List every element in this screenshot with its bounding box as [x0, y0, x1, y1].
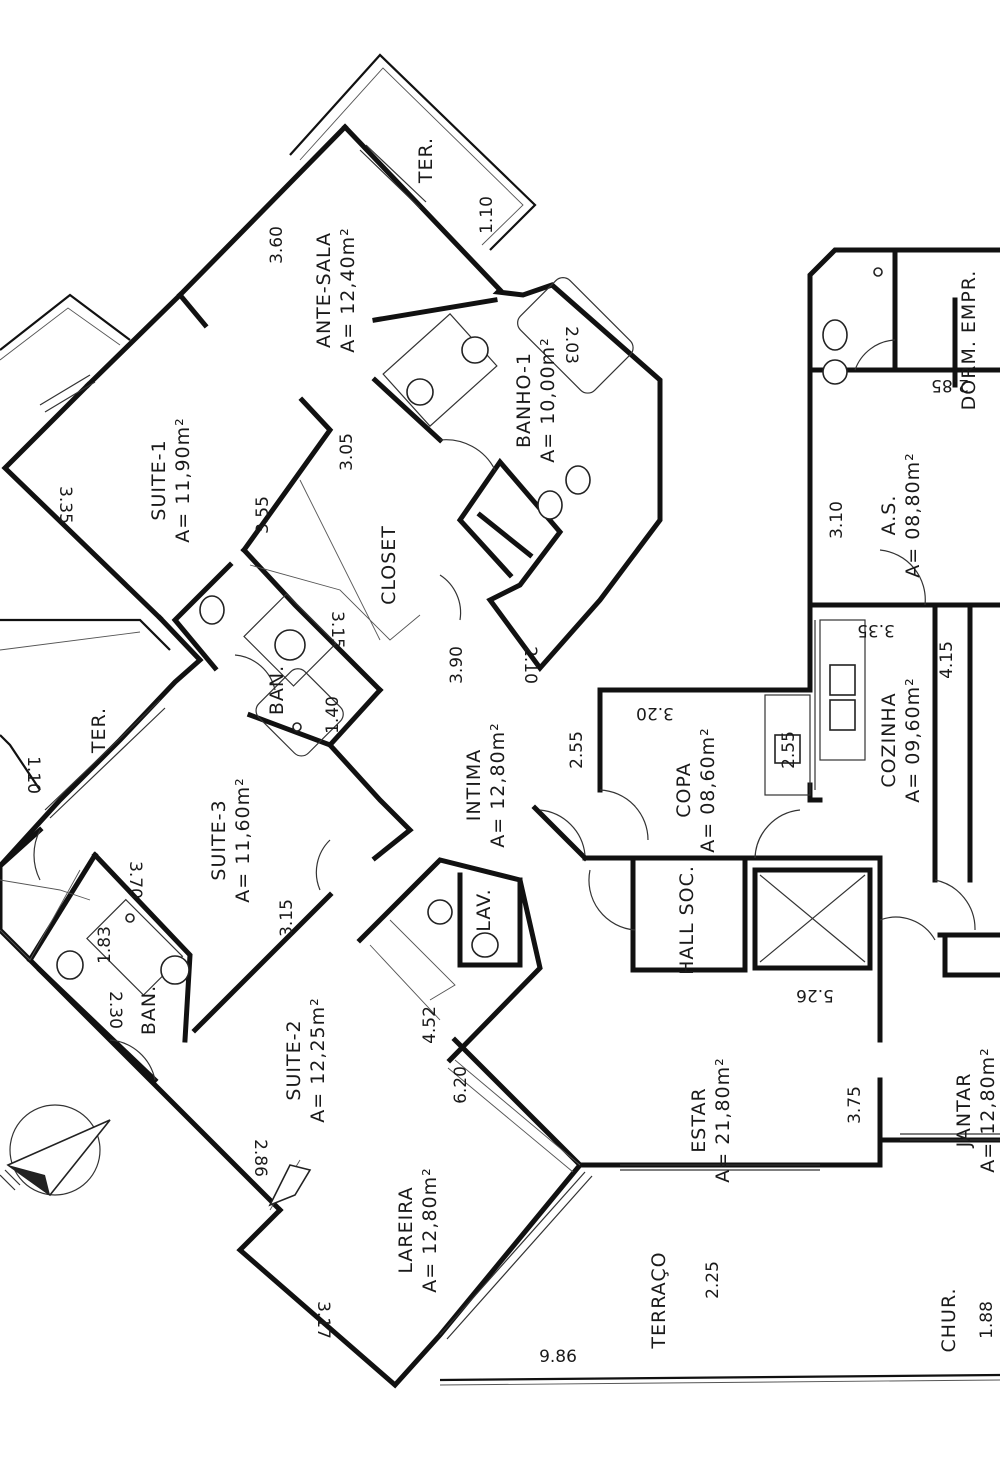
room-name: BAN.	[138, 985, 160, 1035]
room-name: JANTAR	[953, 1073, 975, 1149]
room-area: A= 12,40m²	[337, 227, 359, 352]
dimension: 3.75	[845, 1086, 865, 1124]
dimension: 3.20	[636, 703, 674, 723]
room-name: TER.	[88, 707, 110, 754]
fixtures	[56, 267, 883, 985]
room-area: A= 12,80m²	[419, 1167, 441, 1292]
dimension: 1.10	[23, 756, 43, 794]
toilet-icon	[199, 595, 225, 625]
toilet-icon	[822, 319, 848, 351]
room-name: ESTAR	[688, 1087, 710, 1152]
toilet-icon	[56, 950, 84, 980]
room-name: TERRAÇO	[648, 1251, 670, 1349]
dimension: 3.55	[253, 496, 273, 534]
washbasin-icon	[427, 899, 453, 925]
washbasin-icon	[274, 629, 306, 661]
room-name: INTIMA	[463, 749, 485, 821]
toilet-icon	[471, 932, 499, 958]
dimension: 1.40	[323, 696, 343, 734]
room-labels: ANTE-SALA A= 12,40m² 3.60 TER. 1.10 SUIT…	[23, 137, 999, 1367]
door-swings	[33, 339, 976, 1081]
room-name: BANHO-1	[513, 352, 535, 448]
washbasin-icon	[461, 336, 489, 364]
dimension: 2.10	[520, 646, 540, 684]
north-arrow-icon	[0, 1104, 111, 1197]
room-name: DORM. EMPR.	[958, 270, 980, 411]
dimension: 3.70	[125, 861, 145, 899]
dimension: 3.35	[857, 620, 895, 640]
room-name: BAN.	[266, 665, 288, 715]
room-name: ANTE-SALA	[313, 232, 335, 348]
dimension: 9.86	[539, 1347, 577, 1367]
room-area: A= 08,60m²	[697, 727, 719, 852]
dimension: 3.90	[447, 646, 467, 684]
dimension: 3.35	[55, 486, 75, 524]
room-area: A= 12,25m²	[307, 997, 329, 1122]
room-area: A= 10,00m²	[537, 337, 559, 462]
dimension: 3.15	[277, 899, 297, 937]
dimension: 2.86	[250, 1139, 270, 1177]
room-area: A= 12,80m²	[487, 722, 509, 847]
room-area: A= 21,80m²	[712, 1057, 734, 1182]
dimension: 3.05	[337, 433, 357, 471]
dimension: 2.25	[703, 1261, 723, 1299]
room-name: COZINHA	[878, 692, 900, 787]
dimension: 3.60	[267, 226, 287, 264]
room-name: COPA	[673, 762, 695, 817]
room-name: SUITE-3	[208, 799, 230, 880]
dimension: 3.17	[313, 1301, 333, 1339]
dimension: 3.15	[327, 611, 347, 649]
dimension: 2.55	[779, 731, 799, 769]
room-name: CLOSET	[378, 525, 400, 605]
room-name: SUITE-1	[148, 439, 170, 520]
room-name: SUITE-2	[283, 1019, 305, 1100]
room-name: LAREIRA	[395, 1186, 417, 1273]
room-area: A= 12,80m²	[977, 1047, 999, 1172]
dimension: 6.20	[451, 1066, 471, 1104]
room-name: LAV.	[473, 888, 495, 931]
dimension: 2.30	[105, 991, 125, 1029]
dimension: 2.55	[567, 731, 587, 769]
dimension: 1.10	[477, 196, 497, 234]
room-area: A= 09,60m²	[902, 677, 924, 802]
dimension: 1.83	[95, 926, 115, 964]
dimension: 2.03	[561, 326, 581, 364]
dimension: 1.88	[977, 1301, 997, 1339]
dimension: 3.10	[827, 501, 847, 539]
room-name: A.S.	[878, 495, 900, 536]
room-area: A= 11,90m²	[172, 417, 194, 542]
terrace-lines	[0, 53, 1000, 1386]
dimension: 5.26	[796, 985, 834, 1005]
room-name: HALL SOC.	[676, 865, 698, 975]
room-area: A= 08,80m²	[902, 452, 924, 577]
room-name: TER.	[415, 137, 437, 184]
dimension: 2.85	[931, 375, 969, 395]
room-area: A= 11,60m²	[232, 777, 254, 902]
room-name: CHUR.	[938, 1287, 960, 1352]
dimension: 4.15	[937, 641, 957, 679]
dimension: 4.52	[420, 1006, 440, 1044]
toilet-icon	[537, 490, 563, 520]
toilet-icon	[822, 359, 848, 385]
